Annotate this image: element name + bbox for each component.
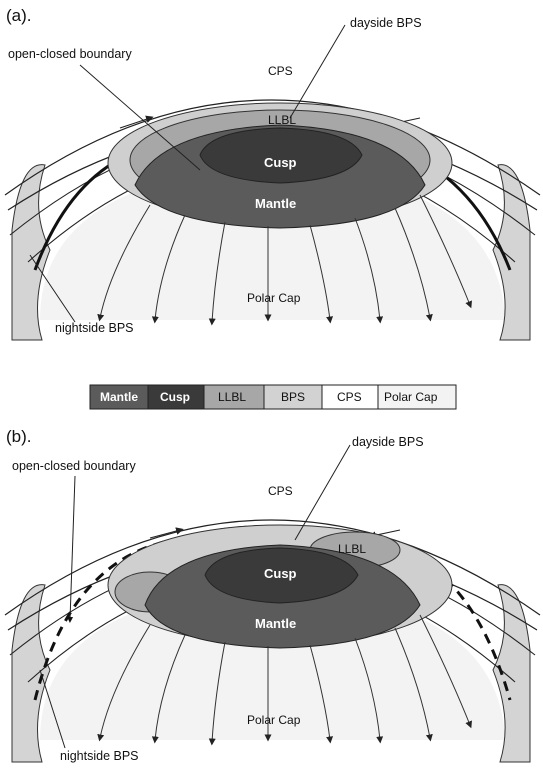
legend: Mantle Cusp LLBL BPS CPS Polar Cap (90, 385, 456, 409)
cps-label-b: CPS (268, 484, 293, 498)
boundary-pointer-b (70, 476, 75, 620)
cusp-label-b: Cusp (264, 566, 297, 581)
panel-a: (a). (5, 6, 540, 340)
panel-a-label: (a). (6, 6, 32, 25)
nightside-bps-label-b: nightside BPS (60, 749, 139, 763)
mantle-label-b: Mantle (255, 616, 296, 631)
legend-cusp-label: Cusp (160, 390, 190, 404)
legend-bps-label: BPS (281, 390, 305, 404)
legend-llbl-label: LLBL (218, 390, 246, 404)
cusp-label: Cusp (264, 155, 297, 170)
llbl-label-b: LLBL (338, 542, 366, 556)
polar-cap-label: Polar Cap (247, 291, 301, 305)
dayside-bps-label-b: dayside BPS (352, 435, 424, 449)
legend-polar-cap-label: Polar Cap (384, 390, 438, 404)
open-closed-boundary-label-b: open-closed boundary (12, 459, 136, 473)
dayside-bps-label: dayside BPS (350, 16, 422, 30)
dayside-pointer-b (295, 445, 350, 540)
open-closed-boundary-label: open-closed boundary (8, 47, 132, 61)
legend-cps-label: CPS (337, 390, 362, 404)
mantle-label: Mantle (255, 196, 296, 211)
nightside-bps-label: nightside BPS (55, 321, 134, 335)
panel-b-label: (b). (6, 427, 32, 446)
panel-b: (b). dayside BPS open (5, 427, 540, 763)
polar-cap-label-b: Polar Cap (247, 713, 301, 727)
llbl-label: LLBL (268, 113, 296, 127)
legend-mantle-label: Mantle (100, 390, 138, 404)
cps-label: CPS (268, 64, 293, 78)
